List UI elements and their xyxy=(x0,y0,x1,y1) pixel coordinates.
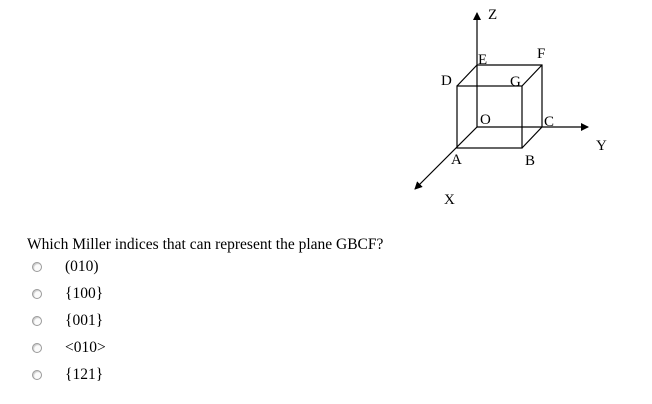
option-4[interactable]: <010> xyxy=(31,338,106,358)
option-3[interactable]: {001} xyxy=(31,311,103,331)
option-2[interactable]: {100} xyxy=(31,284,103,304)
question-text: Which Miller indices that can represent … xyxy=(27,236,384,253)
vertex-label-C: C xyxy=(544,114,554,130)
radio-button[interactable] xyxy=(32,289,42,299)
vertex-label-B: B xyxy=(525,153,535,169)
edge-GF xyxy=(521,64,543,87)
radio-button[interactable] xyxy=(32,316,42,326)
vertex-label-G: G xyxy=(510,74,521,90)
vertex-label-O: O xyxy=(480,112,491,128)
option-label: (010) xyxy=(65,258,99,275)
cube-axes-diagram: Z Y X E F D G O C A B xyxy=(414,7,607,208)
option-5[interactable]: {121} xyxy=(31,365,103,385)
x-axis-label: X xyxy=(444,192,455,208)
edge-DE xyxy=(456,64,478,87)
radio-button[interactable] xyxy=(32,370,42,380)
vertex-label-E: E xyxy=(478,52,487,68)
radio-button[interactable] xyxy=(32,262,42,272)
option-label: {121} xyxy=(65,366,104,383)
option-label: {001} xyxy=(65,312,104,329)
cube-front-face xyxy=(456,85,523,149)
edge-BC xyxy=(521,126,543,149)
x-axis xyxy=(414,126,478,190)
option-label: <010> xyxy=(65,339,106,356)
option-label: {100} xyxy=(65,285,104,302)
vertex-label-D: D xyxy=(441,73,452,89)
vertex-label-F: F xyxy=(537,46,545,62)
option-1[interactable]: (010) xyxy=(31,257,99,277)
vertex-label-A: A xyxy=(451,152,462,168)
radio-button[interactable] xyxy=(32,343,42,353)
z-axis-label: Z xyxy=(488,7,497,23)
y-axis-label: Y xyxy=(596,138,607,154)
